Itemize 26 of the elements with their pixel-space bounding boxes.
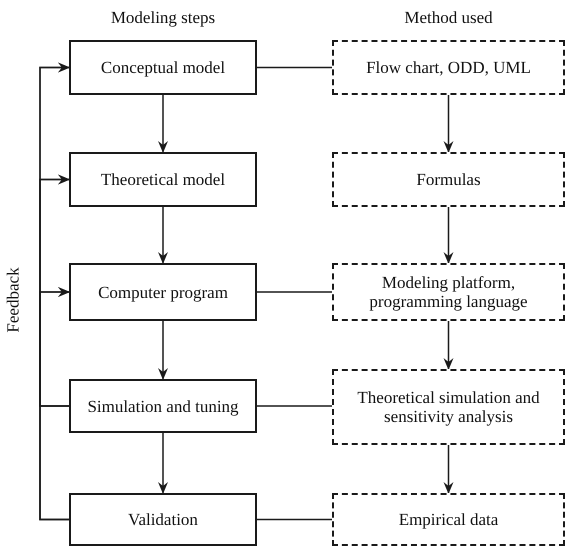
step-box: Validation bbox=[69, 493, 257, 546]
connector-line bbox=[257, 518, 332, 520]
feedback-label: Feedback bbox=[4, 267, 24, 333]
arrow bbox=[444, 321, 454, 370]
connector-line bbox=[257, 291, 332, 293]
column-heading: Method used bbox=[403, 8, 494, 28]
connector-line bbox=[257, 405, 332, 407]
step-box: Computer program bbox=[69, 263, 257, 321]
connector-line bbox=[257, 66, 332, 68]
arrow bbox=[39, 287, 70, 520]
arrow bbox=[158, 95, 168, 153]
method-box: Modeling platform, programming language bbox=[332, 263, 565, 321]
column-heading: Modeling steps bbox=[110, 8, 216, 28]
method-box: Formulas bbox=[332, 152, 565, 207]
step-box: Conceptual model bbox=[69, 40, 257, 95]
arrow bbox=[444, 207, 454, 264]
method-box: Theoretical simulation and sensitivity analysis bbox=[332, 369, 565, 445]
arrow bbox=[158, 321, 168, 380]
arrow bbox=[158, 207, 168, 264]
step-box: Simulation and tuning bbox=[69, 379, 257, 433]
arrow bbox=[444, 95, 454, 153]
arrow bbox=[444, 445, 454, 494]
step-box: Theoretical model bbox=[69, 152, 257, 207]
method-box: Empirical data bbox=[332, 493, 565, 546]
method-box: Flow chart, ODD, UML bbox=[332, 40, 565, 95]
arrow bbox=[158, 433, 168, 494]
